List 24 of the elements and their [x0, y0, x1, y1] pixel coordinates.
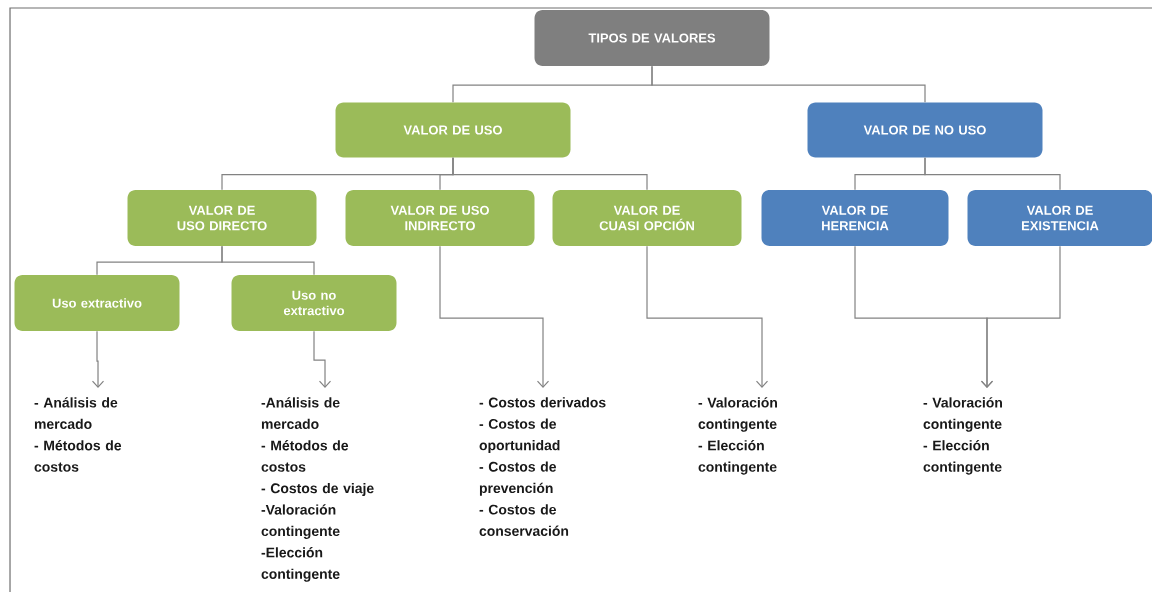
arrow: [313, 330, 332, 388]
arrow: [646, 245, 769, 388]
category-box: Uso extractivo: [14, 275, 180, 331]
connector-line: [452, 157, 648, 191]
arrow: [91, 330, 105, 388]
arrow: [980, 245, 1061, 388]
category-box: VALOR DE CUASI OPCIÓN: [552, 190, 742, 246]
category-box: VALOR DE USO: [335, 102, 571, 158]
connector-line: [924, 157, 1061, 191]
category-box: VALOR DE HERENCIA: [761, 190, 949, 246]
arrow: [439, 245, 550, 388]
category-box: Uso no extractivo: [231, 275, 397, 331]
category-box: VALOR DE EXISTENCIA: [967, 190, 1152, 246]
method-list: - Valoración contingente - Elección contingente: [923, 397, 1002, 475]
category-box: VALOR DE NO USO: [807, 102, 1043, 158]
method-list: -Análisis de mercado - Métodos de costos - Costos de viaje -Valoración contingente -Elección contingente: [261, 397, 374, 582]
connector-line: [651, 65, 926, 103]
category-box: VALOR DE USO INDIRECTO: [345, 190, 535, 246]
method-list: - Valoración contingente - Elección contingente: [698, 397, 777, 475]
method-list: - Costos derivados - Costos de oportunidad - Costos de prevención - Costos de conservación: [479, 397, 606, 536]
category-box: VALOR DE USO DIRECTO: [127, 190, 317, 246]
connector-line: [221, 245, 315, 276]
category-box: TIPOS DE VALORES: [534, 10, 770, 66]
method-list: - Análisis de mercado - Métodos de costos: [34, 397, 122, 472]
